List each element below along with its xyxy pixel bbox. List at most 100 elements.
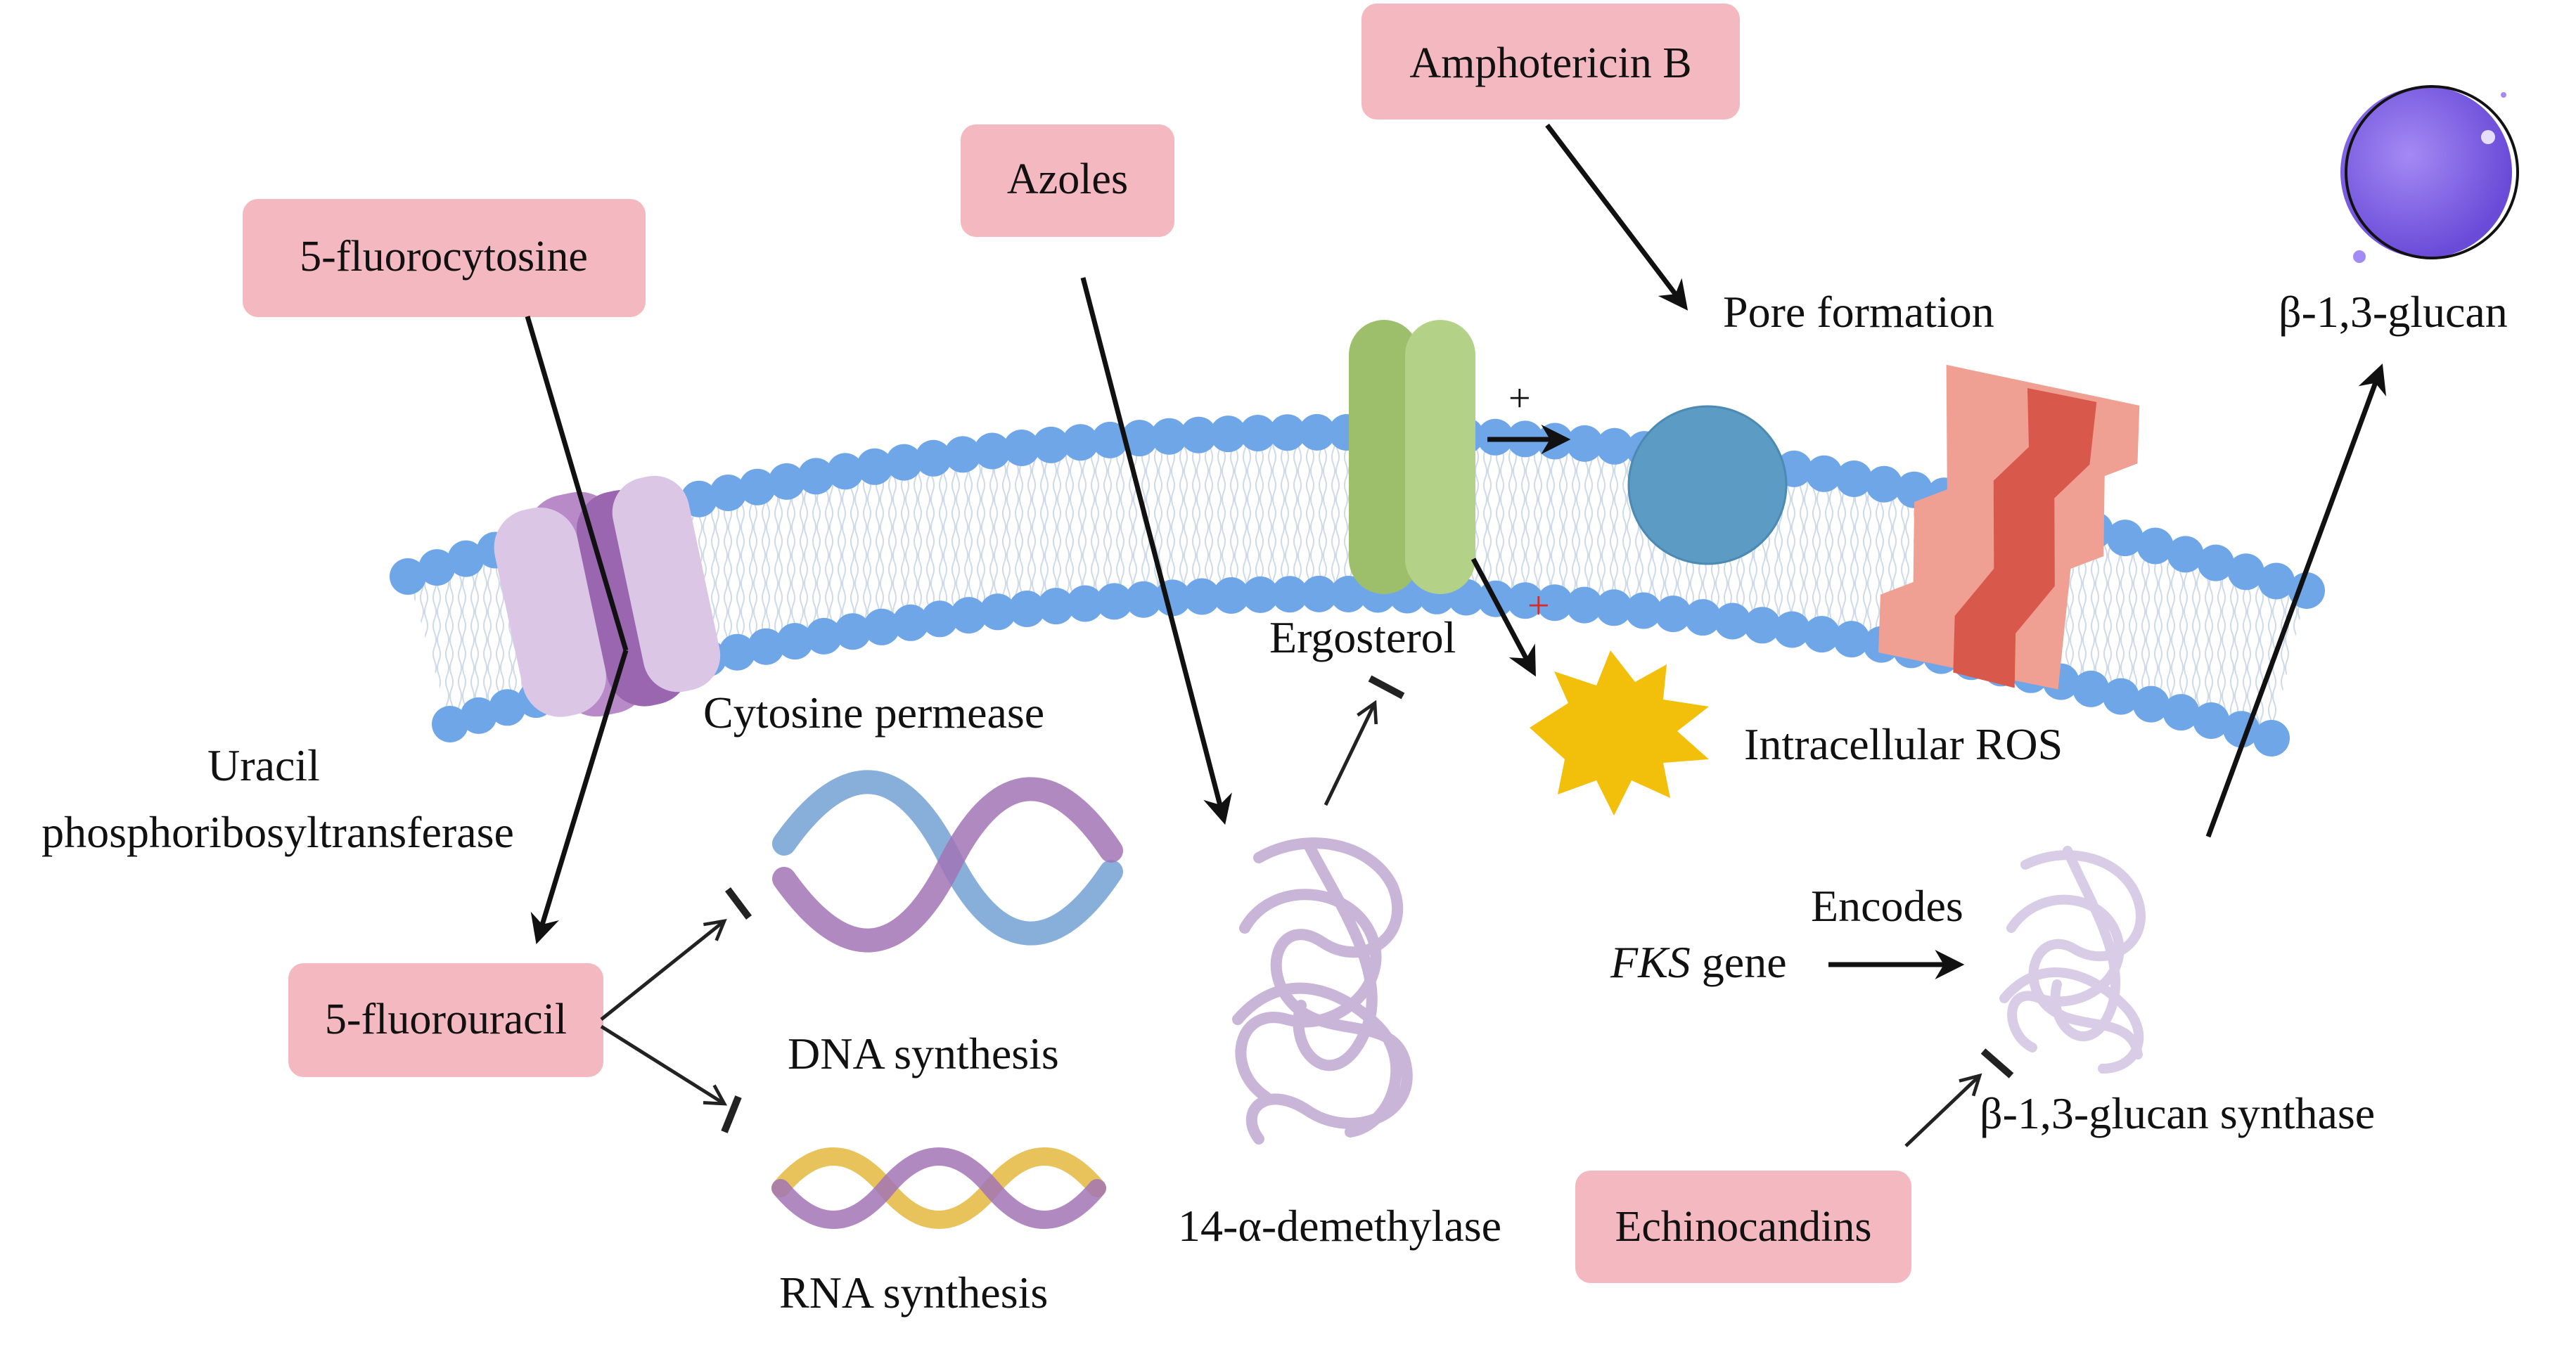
amphotericin-b-box: Amphotericin B — [1361, 4, 1740, 120]
lipid-head — [1212, 577, 1250, 614]
lipid-head — [681, 480, 717, 517]
azoles-box: Azoles — [961, 124, 1174, 237]
lipid-head — [1151, 418, 1188, 455]
lipid-head — [719, 633, 756, 671]
fks-gene-label: FKS gene — [1610, 937, 1787, 987]
lipid-head — [748, 628, 785, 665]
lipid-head — [1866, 465, 1903, 503]
lipid-head — [1714, 603, 1751, 640]
demethylase-label: 14-α-demethylase — [1178, 1201, 1501, 1251]
lipid-head — [2253, 720, 2290, 756]
lipid-head — [432, 706, 468, 742]
lipid-head — [2132, 685, 2170, 723]
lipid-head — [1803, 616, 1840, 653]
lipid-head — [1096, 583, 1133, 620]
lipid-head — [2072, 670, 2110, 707]
lipid-head — [1003, 430, 1040, 466]
lipid-head — [1833, 621, 1870, 658]
lipid-head — [418, 549, 456, 586]
lipid-head — [2102, 678, 2139, 715]
lipid-head — [1032, 426, 1070, 463]
arrows — [525, 123, 2387, 979]
uracil-label-line1: Uracil — [207, 740, 320, 790]
intracellular-ros-label: Intracellular ROS — [1744, 719, 2063, 769]
dna-helix-icon — [772, 770, 1123, 953]
lipid-head — [1300, 575, 1338, 612]
lipid-head — [1271, 576, 1308, 613]
ros-burst-icon — [1530, 650, 1709, 816]
cytosine-permease-channel — [494, 475, 721, 717]
lipid-head — [915, 439, 952, 477]
lipid-head — [1330, 576, 1367, 612]
rna-helix-icon — [771, 1147, 1106, 1229]
beta-glucan-sphere-icon — [2340, 85, 2519, 263]
lipid-head — [979, 593, 1016, 631]
lipid-head — [1743, 607, 1781, 644]
lipid-head — [1121, 420, 1158, 457]
pore-protein — [1627, 405, 1788, 565]
flucytosine-box: 5-fluorocytosine — [243, 199, 646, 317]
dna-synthesis-label: DNA synthesis — [788, 1029, 1059, 1078]
lipid-head — [1269, 414, 1306, 451]
azoles-label: Azoles — [1007, 155, 1128, 203]
lipid-head — [950, 597, 987, 634]
lipid-head — [1210, 416, 1247, 453]
lipid-head — [1625, 592, 1662, 629]
lipid-head — [856, 448, 893, 485]
echinocandins-box: Echinocandins — [1575, 1171, 1911, 1283]
plus-sign-red: + — [1527, 584, 1550, 628]
glucan-synthase-label: β-1,3-glucan synthase — [1980, 1088, 2375, 1138]
lipid-head — [489, 689, 526, 726]
lipid-head — [1805, 455, 1843, 492]
lipid-head — [2106, 520, 2144, 557]
lipid-head — [2167, 536, 2204, 573]
lipid-head — [1180, 416, 1217, 453]
lipid-head — [805, 617, 842, 655]
pore-formation-label: Pore formation — [1723, 287, 1994, 337]
lipid-head — [973, 432, 1011, 470]
lipid-head — [1037, 588, 1075, 625]
lipid-head — [921, 600, 959, 638]
lipid-head — [2136, 527, 2174, 565]
lipid-head — [797, 458, 835, 495]
lipid-head — [1091, 421, 1129, 458]
lipid-head — [447, 540, 485, 577]
lipid-head — [776, 623, 814, 660]
plus-sign-black: + — [1508, 377, 1531, 420]
lipid-head — [2193, 702, 2230, 739]
lipid-head — [1506, 582, 1544, 619]
lipid-head — [1566, 425, 1603, 462]
lipid-head — [1655, 595, 1692, 633]
lipid-head — [2162, 694, 2200, 731]
amphotericin-b-label: Amphotericin B — [1409, 39, 1691, 87]
lipid-head — [944, 436, 981, 473]
lipid-head — [827, 453, 864, 490]
lipid-head — [2197, 544, 2234, 581]
glucan-synthase-channel — [1878, 364, 2140, 690]
lipid-head — [710, 475, 747, 511]
echinocandins-label: Echinocandins — [1615, 1203, 1871, 1251]
lipid-head — [768, 463, 805, 500]
lipid-head — [390, 558, 426, 595]
flucytosine-label: 5-fluorocytosine — [300, 233, 588, 281]
lipid-head — [1595, 589, 1632, 626]
ergosterol-channel — [1349, 320, 1475, 594]
lipid-head — [1239, 415, 1276, 451]
lipid-head — [1596, 427, 1633, 465]
encodes-label: Encodes — [1811, 881, 1963, 931]
rna-synthesis-label: RNA synthesis — [779, 1268, 1048, 1318]
inhibition-arrows — [600, 675, 2014, 1147]
beta-glucan-label: β-1,3-glucan — [2279, 287, 2508, 337]
lipid-head — [1774, 611, 1811, 648]
lipid-head — [460, 697, 497, 734]
lipid-head — [1125, 581, 1162, 618]
uracil-label-line2: phosphoribosyltransferase — [41, 807, 514, 857]
lipid-head — [2257, 562, 2295, 600]
lipid-head — [892, 604, 929, 641]
glucan-synthase-protein-icon — [1999, 846, 2146, 1074]
fluorouracil-label: 5-fluorouracil — [325, 996, 567, 1043]
lipid-head — [885, 444, 923, 481]
lipid-head — [1067, 585, 1103, 622]
lipid-head — [1536, 584, 1573, 621]
